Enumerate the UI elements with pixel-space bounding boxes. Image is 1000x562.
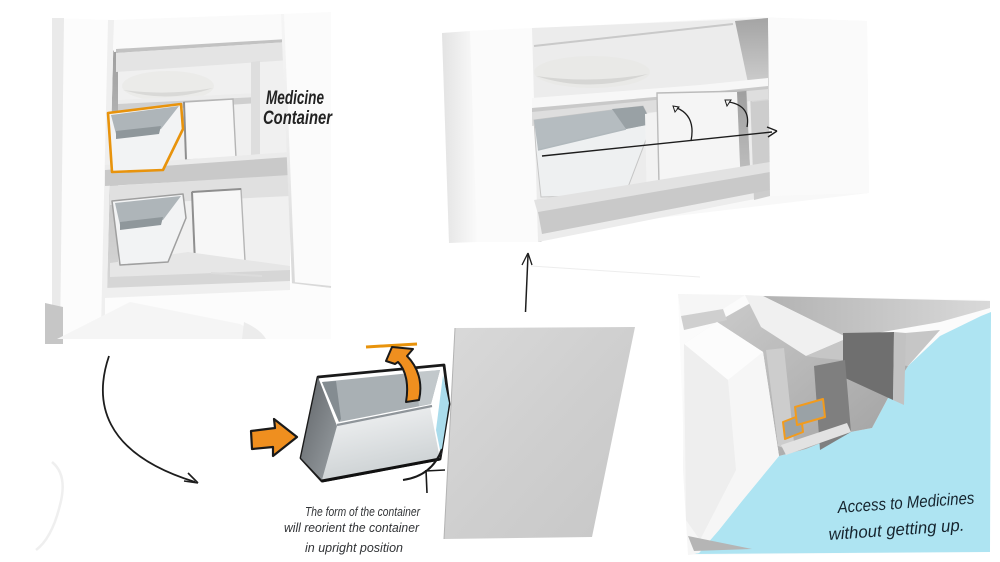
svg-text:in upright position: in upright position [305,540,403,555]
svg-text:Medicine: Medicine [266,88,324,109]
svg-text:will reorient the container: will reorient the container [284,520,420,535]
svg-text:Container: Container [263,108,333,129]
svg-text:The form of the container: The form of the container [305,504,421,519]
